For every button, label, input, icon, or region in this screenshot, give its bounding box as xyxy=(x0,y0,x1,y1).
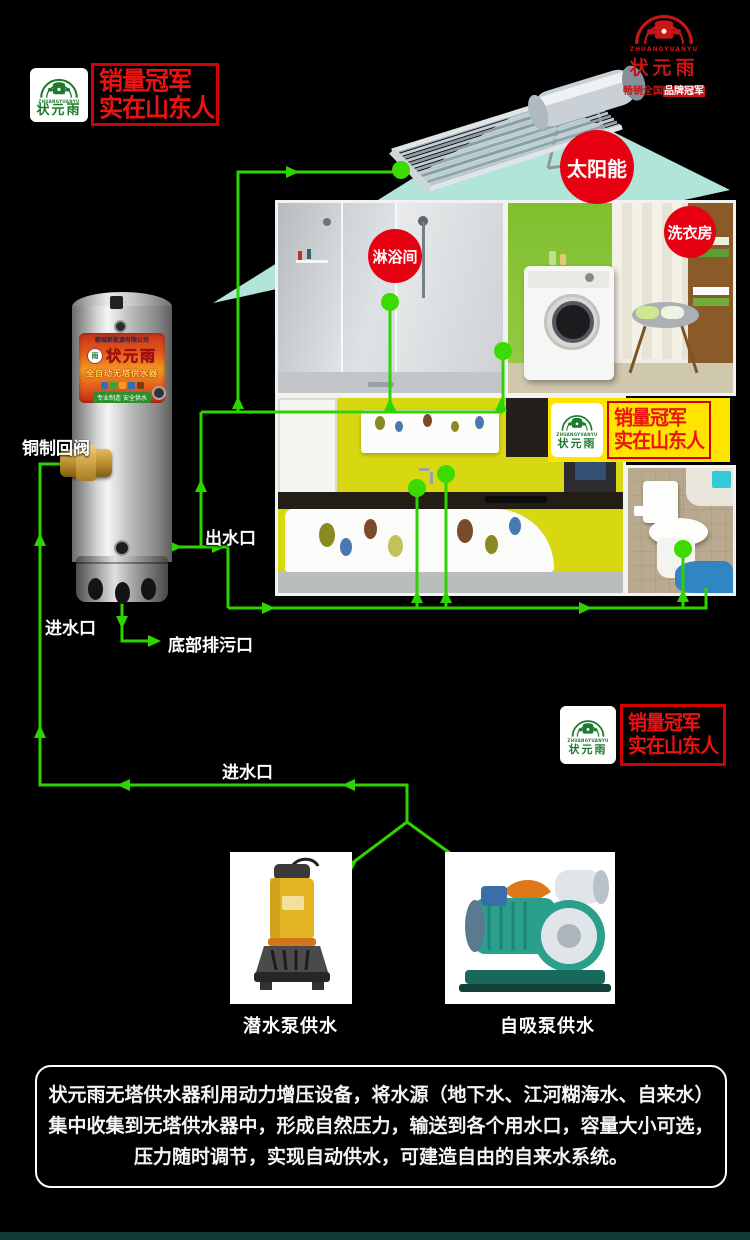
shower-badge-text: 淋浴间 xyxy=(372,247,418,266)
brand-cn-text: 状元雨 xyxy=(629,57,699,79)
tank-port-top xyxy=(114,320,127,333)
flow-arrows xyxy=(34,166,689,879)
tank-port-mid xyxy=(152,386,166,400)
mid-banner-line2: 实在山东人 xyxy=(614,429,705,453)
right-banner-logo-en: ZHUANGYUANYU xyxy=(567,737,609,743)
tank-logo-mini: 雨 xyxy=(86,347,103,364)
self-priming-pump-photo xyxy=(445,852,615,1004)
label-submersible-pump: 潜水泵供水 xyxy=(243,1016,338,1037)
label-drain: 底部排污口 xyxy=(168,636,253,656)
tank-brand-label: 聊城新能源有限公司 雨 状元雨 全自动无塔供水器 专业制造 安全供水 xyxy=(79,333,165,403)
label-outlet: 出水口 xyxy=(205,529,256,549)
brand-cn-text: 状元雨 xyxy=(36,103,82,118)
tank-base xyxy=(76,556,168,604)
solar-badge-text: 太阳能 xyxy=(567,156,627,181)
slogan-banner-top-left: 销量冠军 实在山东人 xyxy=(91,63,219,126)
right-banner-slogan: 销量冠军 实在山东人 xyxy=(620,704,727,766)
brand-logo-top-left: ZHUANGYUANYU 状元雨 xyxy=(30,68,88,122)
mid-banner-slogan: 销量冠军 实在山东人 xyxy=(607,401,712,459)
bottom-strip xyxy=(0,1232,750,1240)
description-box: 状元雨无塔供水器利用动力增压设备，将水源（地下水、江河糊海水、自来水） 集中收集… xyxy=(35,1065,727,1188)
laundry-badge-text: 洗衣房 xyxy=(667,223,713,242)
mid-banner-logo: ZHUANGYUANYU 状元雨 xyxy=(551,403,603,457)
brand-en-text: ZHUANGYUANYU xyxy=(629,46,699,53)
description-line1: 状元雨无塔供水器利用动力增压设备，将水源（地下水、江河糊海水、自来水） xyxy=(48,1084,714,1106)
tank-top-fitting xyxy=(110,296,123,309)
right-banner-line1: 销量冠军 xyxy=(628,711,701,735)
label-inlet-side: 进水口 xyxy=(45,619,96,639)
brand-logo-top-right: ZHUANGYUANYU 状元雨 畅销全国品牌冠军 xyxy=(605,6,723,97)
submersible-pump-illustration xyxy=(254,857,330,990)
umbrella-tank-icon xyxy=(40,78,78,98)
description-line3: 压力随时调节，实现自动供水，可建造自由的自来水系统。 xyxy=(133,1146,628,1168)
tank-brand-name: 状元雨 xyxy=(105,347,157,366)
mid-banner-logo-en: ZHUANGYUANYU xyxy=(556,432,598,437)
shower-badge: 淋浴间 xyxy=(368,229,422,283)
tagline-plain: 畅销全国 xyxy=(623,86,663,97)
right-banner: ZHUANGYUANYU 状元雨 销量冠军 实在山东人 xyxy=(560,703,732,767)
slogan-line2: 实在山东人 xyxy=(99,92,215,123)
tank-company-text: 聊城新能源有限公司 xyxy=(94,337,149,344)
right-banner-logo-cn: 状元雨 xyxy=(568,742,608,756)
submersible-pump-photo xyxy=(230,852,352,1004)
tagline-boxed: 品牌冠军 xyxy=(663,86,705,97)
brand-tagline: 畅销全国品牌冠军 xyxy=(605,82,723,97)
self-priming-pump-illustration xyxy=(459,870,611,992)
mid-banner-logo-cn: 状元雨 xyxy=(557,437,597,450)
umbrella-tank-icon-red xyxy=(635,14,693,44)
label-return-valve: 铜制回阀 xyxy=(22,439,90,459)
tank-outlet-port xyxy=(114,540,130,556)
laundry-badge: 洗衣房 xyxy=(664,206,716,258)
slogan-line1: 销量冠军 xyxy=(99,65,192,96)
connection-dots xyxy=(381,161,692,558)
label-inlet-bottom: 进水口 xyxy=(222,763,273,783)
copper-valve-hex xyxy=(76,445,96,481)
tank-label-band: 专业制造 安全供水 xyxy=(93,392,151,403)
description-line2: 集中收集到无塔供水器中，形成自然压力，输送到各个用水口，容量大小可选， xyxy=(48,1115,714,1137)
mid-banner: ZHUANGYUANYU 状元雨 销量冠军 实在山东人 xyxy=(548,398,730,462)
tank-product-name: 全自动无塔供水器 xyxy=(86,369,158,378)
solar-heater-illustration xyxy=(389,65,646,192)
tank-cert-icons xyxy=(100,382,144,389)
label-self-priming-pump: 自吸泵供水 xyxy=(500,1016,595,1037)
right-banner-logo: ZHUANGYUANYU 状元雨 xyxy=(560,706,616,764)
toilet-photo xyxy=(625,465,736,596)
brand-en-text: ZHUANGYUANYU xyxy=(38,99,80,104)
mid-banner-line1: 销量冠军 xyxy=(614,406,687,430)
solar-badge: 太阳能 xyxy=(560,130,634,204)
right-banner-line2: 实在山东人 xyxy=(628,734,719,758)
